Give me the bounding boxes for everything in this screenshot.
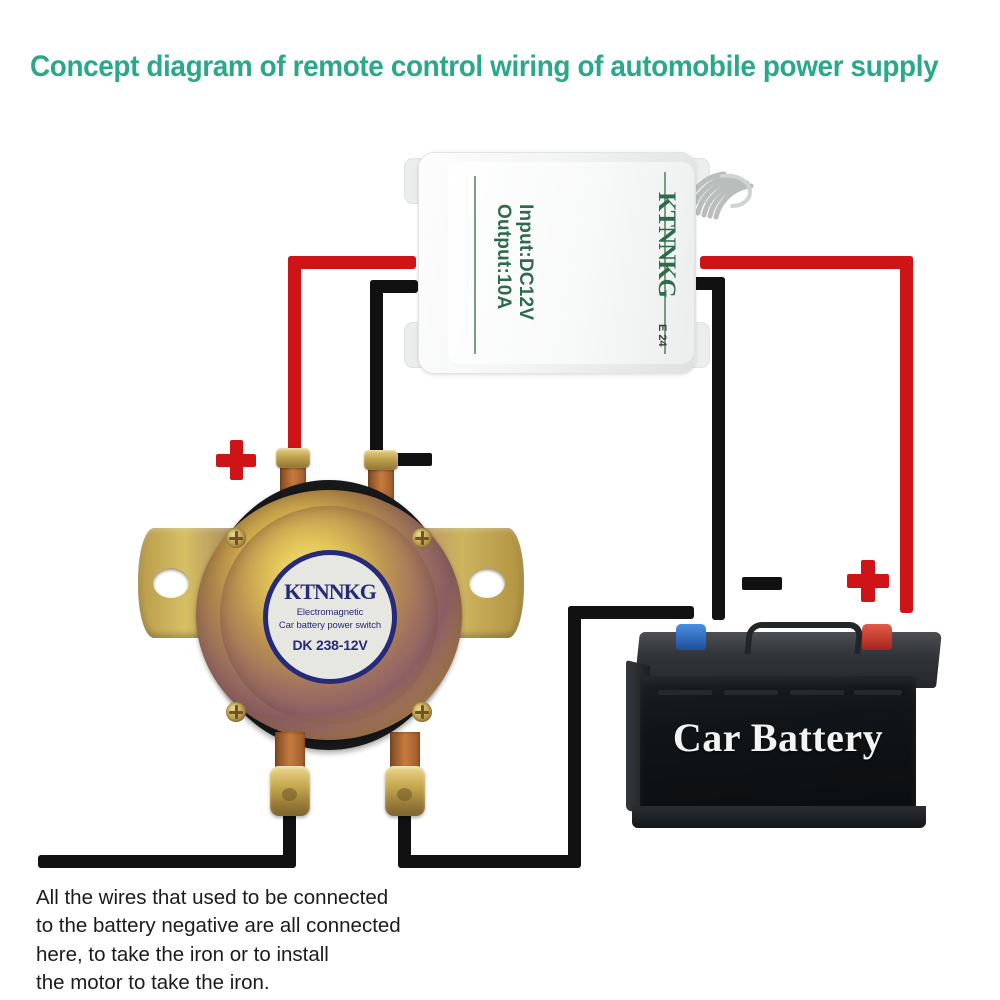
module-brand: KTNNKG bbox=[653, 192, 680, 298]
module-input-spec: Input:DC12V bbox=[515, 204, 536, 321]
solenoid-desc-line-1: Electromagnetic bbox=[296, 607, 364, 619]
solenoid-plus-sign bbox=[216, 440, 256, 480]
page-title: Concept diagram of remote control wiring… bbox=[30, 50, 939, 83]
wire-black-battery-negative-horizontal bbox=[568, 606, 694, 619]
caption-text: All the wires that used to be connected … bbox=[36, 886, 401, 994]
battery-vent-2 bbox=[724, 690, 778, 695]
battery-vent-3 bbox=[790, 690, 844, 695]
battery-handle bbox=[744, 622, 864, 654]
wire-red-module-to-battery-vertical bbox=[900, 256, 913, 613]
wire-black-battery-negative-vertical bbox=[568, 606, 581, 868]
solenoid-terminal-nut-positive bbox=[276, 448, 310, 468]
solenoid-screw-bottom-left bbox=[226, 702, 246, 722]
solenoid-mounting-hole-right bbox=[469, 568, 505, 598]
battery-label: Car Battery bbox=[672, 715, 884, 760]
module-accent-line-left bbox=[474, 176, 476, 354]
solenoid-terminal-nut-negative bbox=[364, 450, 398, 470]
electromagnetic-relay[interactable]: KTNNKG Electromagnetic Car battery power… bbox=[128, 440, 534, 830]
solenoid-stud-nut-left bbox=[270, 766, 310, 816]
solenoid-brand: KTNNKG bbox=[284, 579, 377, 605]
battery-plus-sign bbox=[847, 560, 889, 602]
wire-red-module-to-solenoid-vertical bbox=[288, 256, 301, 454]
battery-positive-terminal[interactable] bbox=[862, 624, 892, 650]
battery-front-panel bbox=[640, 676, 916, 824]
solenoid-mounting-hole-left bbox=[153, 568, 189, 598]
module-output-spec: Output:10A bbox=[493, 204, 515, 310]
wire-red-module-to-solenoid-horizontal bbox=[288, 256, 416, 269]
module-specs: Input:DC12V Output:10A bbox=[493, 204, 536, 344]
solenoid-minus-sign bbox=[392, 453, 432, 466]
solenoid-label: KTNNKG Electromagnetic Car battery power… bbox=[263, 550, 397, 684]
module-housing: Input:DC12V Output:10A KTNNKG E 24 bbox=[418, 152, 696, 374]
wire-black-chassis-ground-horizontal bbox=[38, 855, 296, 868]
wire-black-module-to-solenoid-vertical bbox=[370, 280, 383, 456]
wire-red-module-to-battery-horizontal bbox=[700, 256, 913, 269]
solenoid-desc-line-2: Car battery power switch bbox=[278, 619, 382, 631]
wire-black-module-to-battery-vertical bbox=[712, 277, 725, 620]
car-battery[interactable]: Car Battery bbox=[626, 618, 948, 834]
module-code: E 24 bbox=[656, 324, 668, 347]
battery-negative-terminal[interactable] bbox=[676, 624, 706, 650]
wire-black-solenoid-right-post-horizontal bbox=[398, 855, 580, 868]
module-face-plate bbox=[448, 162, 694, 364]
battery-base bbox=[632, 806, 926, 828]
battery-vent-4 bbox=[854, 690, 902, 695]
solenoid-stud-nut-right bbox=[385, 766, 425, 816]
solenoid-model: DK 238-12V bbox=[292, 636, 368, 653]
solenoid-screw-top-right bbox=[412, 528, 432, 548]
solenoid-screw-top-left bbox=[226, 528, 246, 548]
solenoid-screw-bottom-right bbox=[412, 702, 432, 722]
battery-minus-sign bbox=[742, 577, 782, 590]
module-accent-line-right bbox=[664, 172, 666, 354]
rf-receiver-module[interactable]: Input:DC12V Output:10A KTNNKG E 24 bbox=[404, 152, 754, 374]
battery-vent-1 bbox=[658, 690, 712, 695]
